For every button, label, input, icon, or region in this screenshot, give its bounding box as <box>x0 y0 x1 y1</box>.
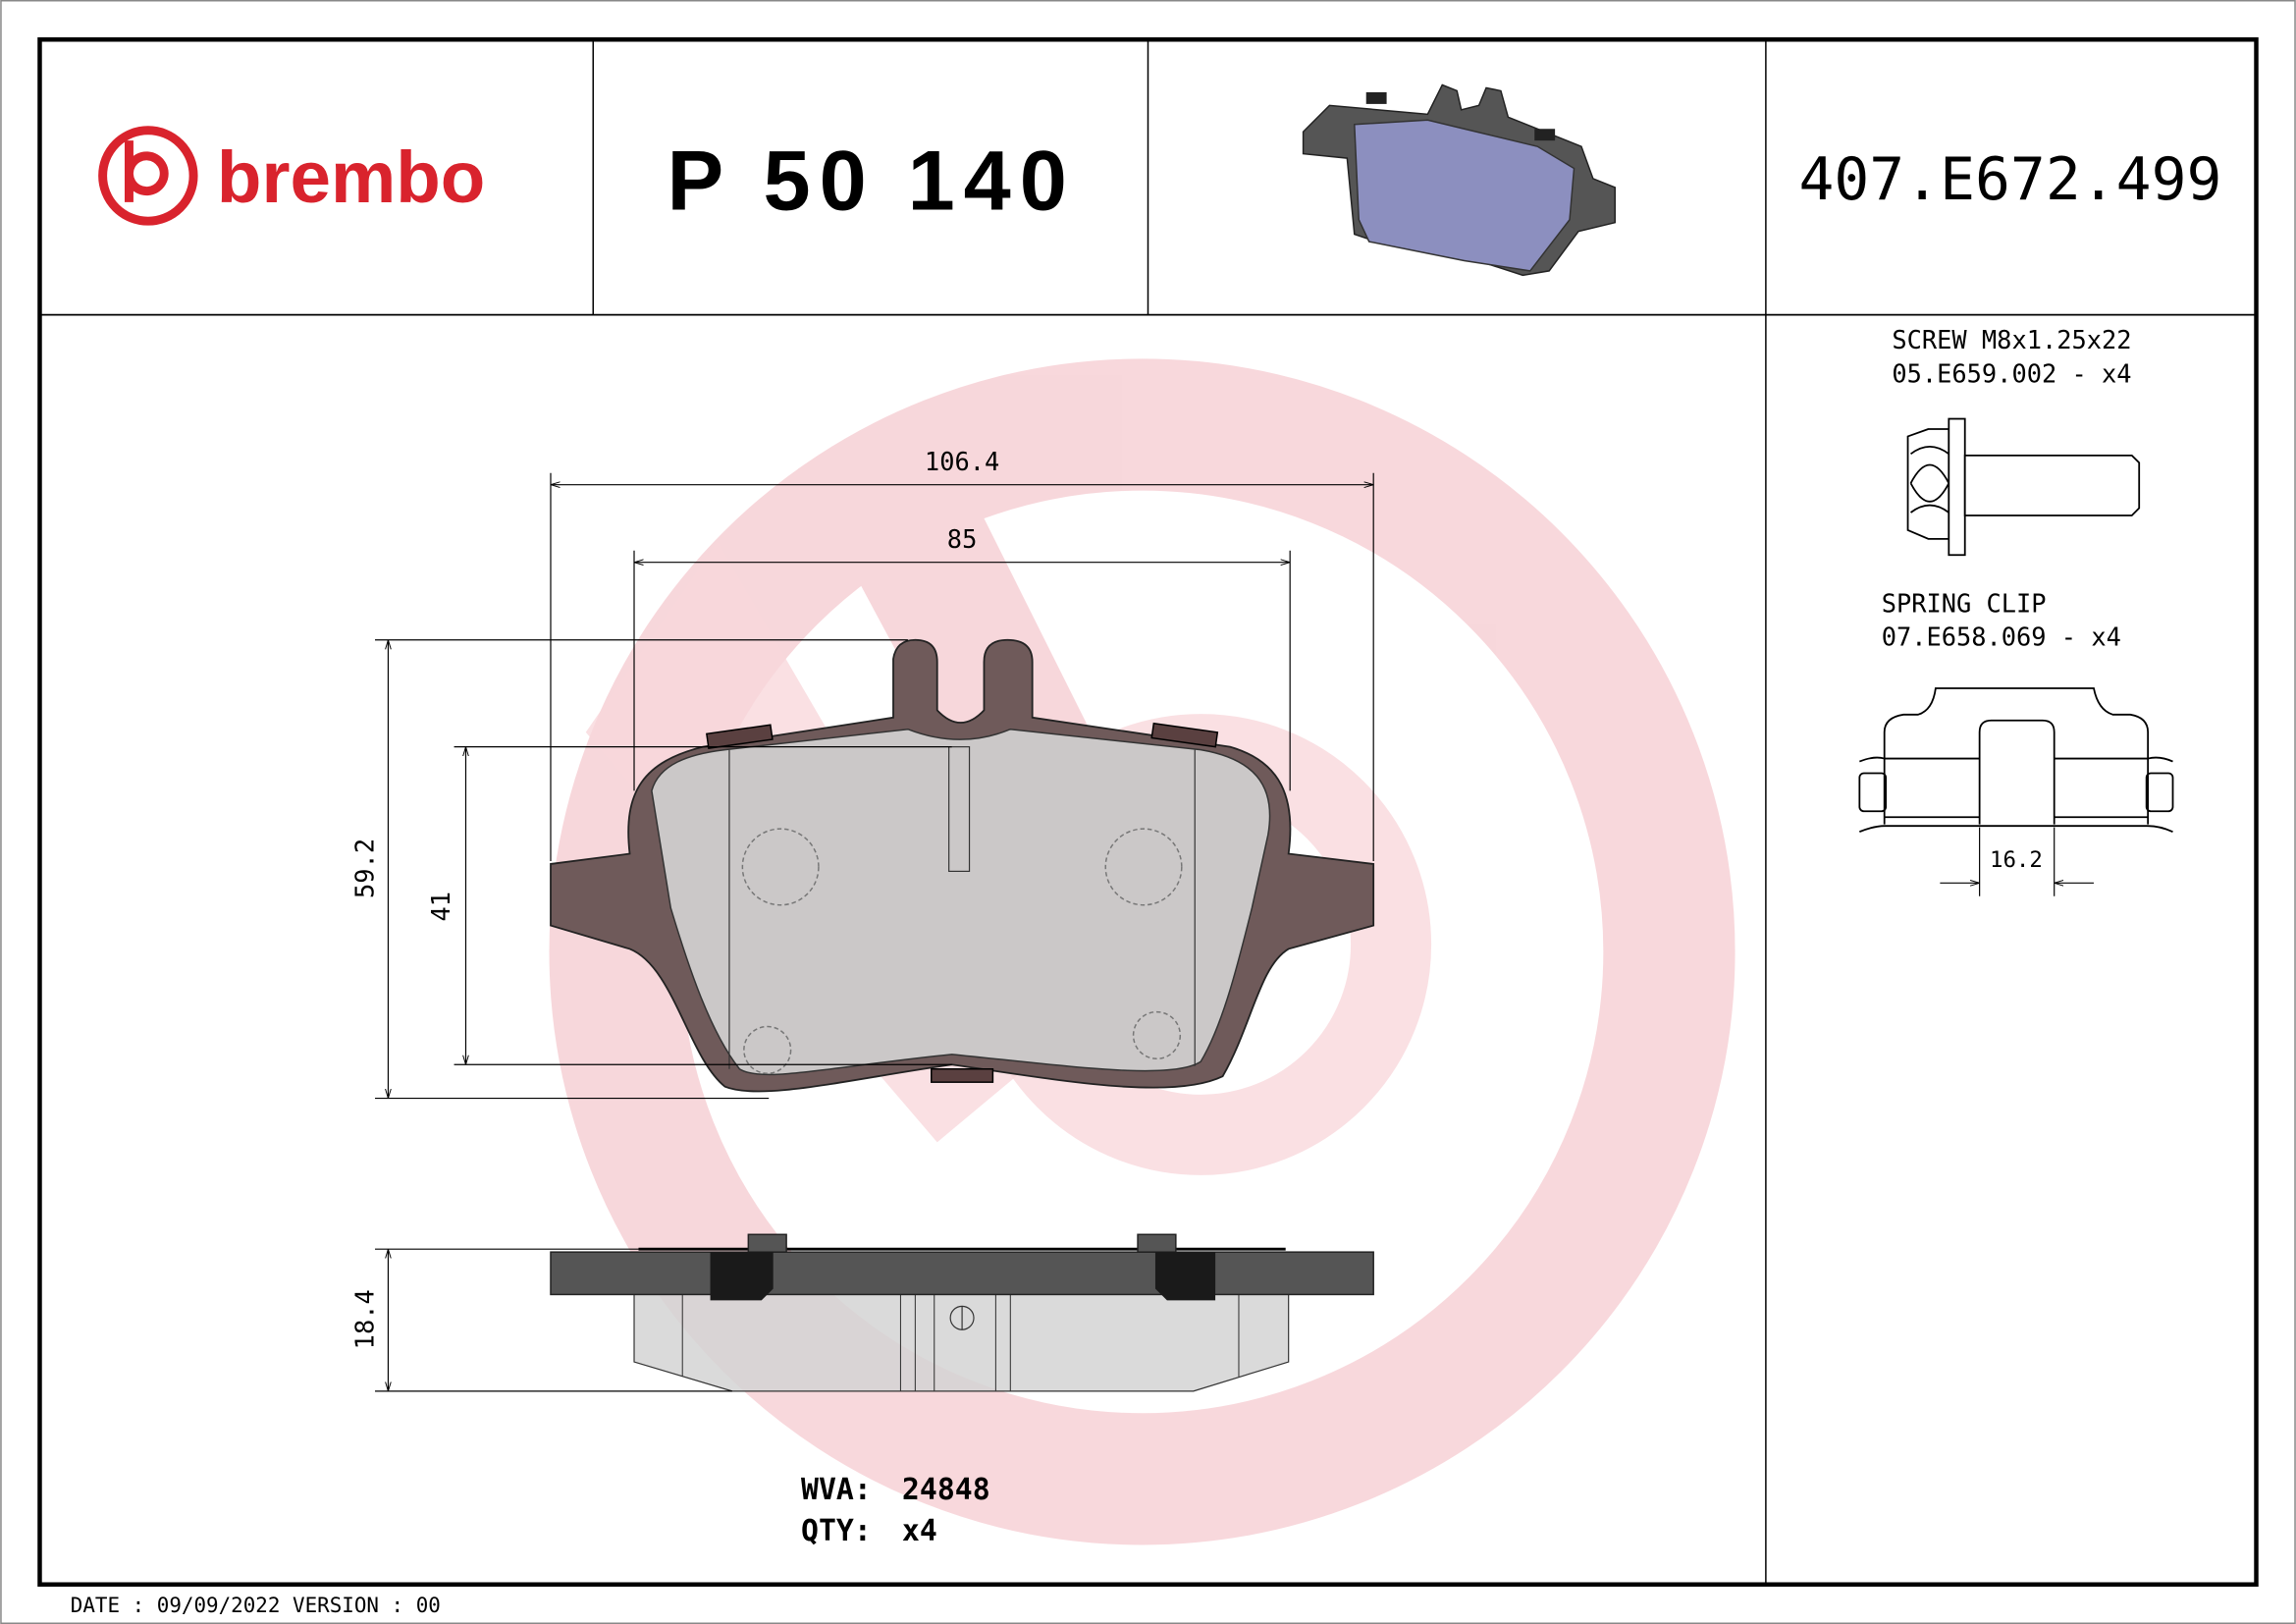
spring-clip-dimension: 16.2 <box>1990 847 2043 873</box>
spring-clip-code: 07.E658.069 - x4 <box>1882 623 2121 652</box>
brand-name: brembo <box>217 135 485 218</box>
part-number: P 50 140 <box>667 134 1075 228</box>
screw-code: 05.E659.002 - x4 <box>1892 358 2131 388</box>
wva-value: 24848 <box>902 1473 990 1507</box>
svg-text:18.4: 18.4 <box>350 1289 380 1349</box>
dimension-friction-height: 41 <box>426 746 952 1065</box>
qty-label: QTY: <box>801 1514 872 1548</box>
accessory-spring-clip: SPRING CLIP 07.E658.069 - x4 16.2 <box>1858 588 2174 896</box>
brembo-logo: brembo <box>98 126 485 226</box>
qty-value: x4 <box>902 1514 937 1548</box>
dimension-overall-height: 59.2 <box>350 639 908 1100</box>
dimension-overall-width: 106.4 <box>550 447 1374 861</box>
svg-text:85: 85 <box>947 524 978 554</box>
svg-text:41: 41 <box>426 892 455 922</box>
spring-clip-icon <box>1858 687 2174 896</box>
footer-date-version: DATE : 09/09/2022 VERSION : 00 <box>71 1594 441 1617</box>
spring-clip-name: SPRING CLIP <box>1882 588 2047 618</box>
svg-text:106.4: 106.4 <box>925 447 999 476</box>
reference-code: 407.E672.499 <box>1799 146 2222 214</box>
pad-front-view <box>550 638 1375 1093</box>
pad-side-view <box>550 1233 1374 1392</box>
svg-text:59.2: 59.2 <box>350 839 380 898</box>
dimension-thickness: 18.4 <box>350 1248 732 1392</box>
screw-icon <box>1906 417 2141 557</box>
screw-name: SCREW M8x1.25x22 <box>1892 325 2131 354</box>
accessory-screw: SCREW M8x1.25x22 05.E659.002 - x4 <box>1892 325 2141 557</box>
dimension-inner-width: 85 <box>633 524 1291 791</box>
wva-info: WVA: 24848 QTY: x4 <box>801 1473 990 1548</box>
wva-label: WVA: <box>801 1473 872 1507</box>
brake-pad-thumbnail <box>1302 83 1617 277</box>
